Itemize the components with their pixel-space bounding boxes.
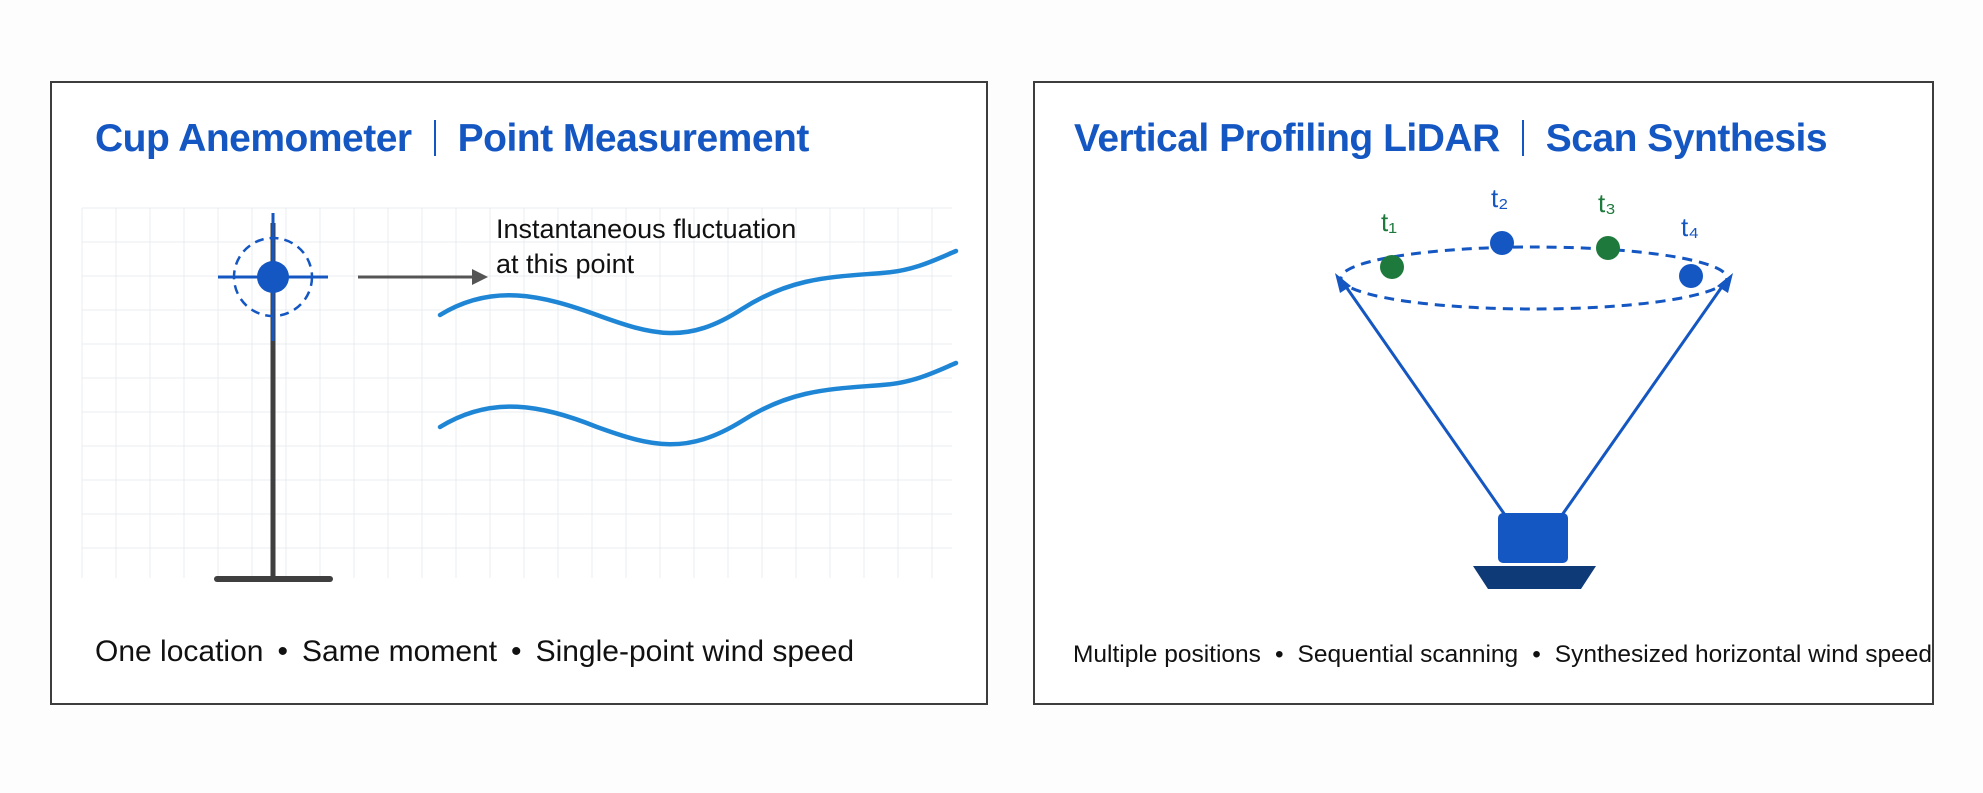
right-caption: Multiple positions • Sequential scanning • S… (1073, 641, 1932, 669)
title-divider (433, 120, 436, 156)
left-beam (1340, 280, 1507, 516)
left-panel-title: Cup Anemometer Point Measurement (95, 117, 809, 161)
annotation-line-2: at this point (496, 249, 635, 279)
caption-item-1: One location (95, 635, 264, 668)
scan-circle (1339, 245, 1729, 311)
svg-text:t₁: t₁ (1381, 207, 1397, 237)
lidar-scan-diagram: t₁ t₂ t₃ t₄ (1335, 183, 1733, 589)
scan-points: t₁ t₂ t₃ t₄ (1380, 183, 1703, 288)
caption-item-2: Sequential scanning (1297, 641, 1519, 668)
arrow-icon (358, 269, 488, 285)
caption-separator: • (1274, 641, 1284, 668)
caption-separator: • (1532, 641, 1541, 668)
svg-text:t₃: t₃ (1598, 188, 1616, 218)
wind-fluctuation-wave-2 (437, 360, 959, 447)
right-title-part2: Scan Synthesis (1545, 117, 1828, 160)
caption-separator: • (511, 635, 522, 668)
caption-item-1: Multiple positions (1073, 641, 1261, 668)
lidar-device-icon (1473, 513, 1596, 589)
right-panel-title: Vertical Profiling LiDAR Scan Synthesis (1074, 117, 1828, 161)
scan-point-t2: t₂ (1490, 183, 1514, 255)
caption-item-3: Synthesized horizontal wind speed (1554, 641, 1933, 668)
title-divider (1521, 120, 1524, 156)
caption-item-2: Same moment (301, 635, 498, 668)
svg-text:t₄: t₄ (1681, 212, 1699, 242)
cup-anemometer-diagram: Instantaneous fluctuation at this point (81, 207, 959, 582)
sensor-crosshair-icon (218, 213, 328, 341)
right-title-part1: Vertical Profiling LiDAR (1074, 117, 1500, 160)
left-caption: One location • Same moment • Single-point wi… (95, 635, 854, 669)
left-title-part1: Cup Anemometer (95, 117, 412, 160)
sensor-point (257, 261, 289, 293)
right-beam (1560, 280, 1728, 516)
wind-fluctuation-wave-1 (437, 248, 959, 336)
left-title-part2: Point Measurement (457, 117, 810, 160)
svg-text:t₂: t₂ (1491, 183, 1508, 213)
caption-separator: • (277, 635, 288, 668)
lidar-beams (1340, 280, 1728, 516)
cup-anemometer-panel: Cup Anemometer Point Measurement Instanta… (50, 81, 988, 705)
scan-point-t4: t₄ (1679, 212, 1703, 288)
scan-point-t1: t₁ (1380, 207, 1404, 279)
annotation-line-1: Instantaneous fluctuation (496, 214, 796, 244)
caption-item-3: Single-point wind speed (535, 635, 855, 668)
scan-point-t3: t₃ (1596, 188, 1620, 260)
lidar-panel: Vertical Profiling LiDAR Scan Synthesis t… (1033, 81, 1934, 705)
